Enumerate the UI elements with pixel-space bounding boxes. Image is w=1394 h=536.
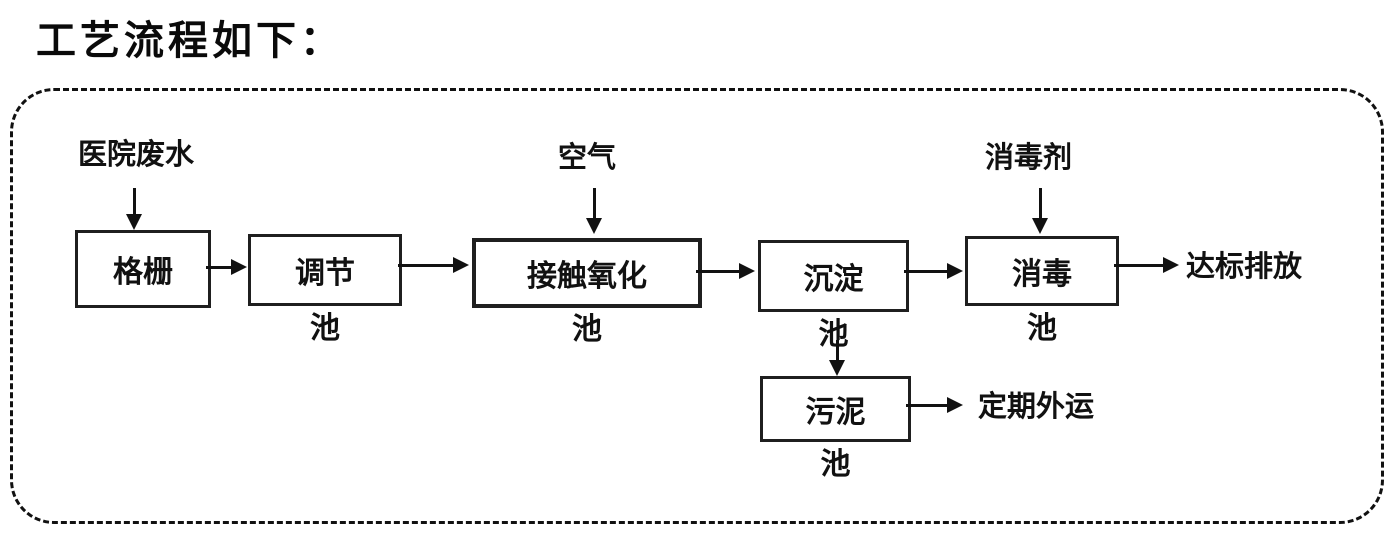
node-sedimentation-tank-label: 沉淀	[803, 263, 864, 296]
arrow-sedimentation-to-sludge	[829, 340, 845, 376]
node-grid-label: 格栅	[113, 256, 173, 289]
node-grid: 格栅	[75, 230, 211, 308]
arrow-air-to-contact-oxidation	[586, 188, 602, 234]
node-regulation-tank-label-line2: 池	[310, 312, 340, 345]
node-sedimentation-tank: 沉淀 池	[758, 240, 909, 351]
arrow-sludge-to-transport	[906, 397, 963, 413]
arrow-disinfectant-to-disinfection	[1032, 188, 1048, 234]
node-contact-oxidation-tank: 接触氧化 池	[472, 238, 702, 346]
node-disinfection-tank: 消毒 池	[965, 236, 1119, 345]
node-regulation-tank: 调节 池	[248, 234, 402, 345]
arrow-sedimentation-to-disinfection	[904, 263, 963, 279]
node-regulation-tank-label: 调节	[295, 257, 355, 290]
label-disinfectant: 消毒剂	[985, 142, 1073, 174]
node-disinfection-tank-label-line2: 池	[1027, 312, 1057, 345]
arrow-regulation-to-contact-oxidation	[398, 257, 469, 273]
label-air: 空气	[558, 142, 617, 174]
node-sludge-tank-label-line2: 池	[820, 448, 851, 481]
diagram-dashed-border	[10, 88, 1384, 524]
label-discharge: 达标排放	[1186, 251, 1303, 283]
label-hospital-wastewater: 医院废水	[78, 139, 195, 171]
arrow-hospital-wastewater-to-grid	[126, 188, 142, 230]
arrow-grid-to-regulation	[206, 259, 247, 275]
node-sludge-tank: 污泥 池	[760, 376, 911, 481]
arrow-disinfection-to-discharge	[1114, 257, 1179, 273]
node-sedimentation-tank-label-line2: 池	[818, 318, 849, 351]
node-contact-oxidation-tank-label-line2: 池	[572, 313, 602, 346]
page-title: 工艺流程如下：	[36, 18, 344, 63]
label-sludge-transport: 定期外运	[978, 391, 1095, 423]
node-sludge-tank-label: 污泥	[805, 396, 866, 429]
node-disinfection-tank-label: 消毒	[1012, 258, 1072, 291]
node-contact-oxidation-tank-label: 接触氧化	[527, 260, 647, 293]
arrow-contact-oxidation-to-sedimentation	[696, 263, 755, 279]
